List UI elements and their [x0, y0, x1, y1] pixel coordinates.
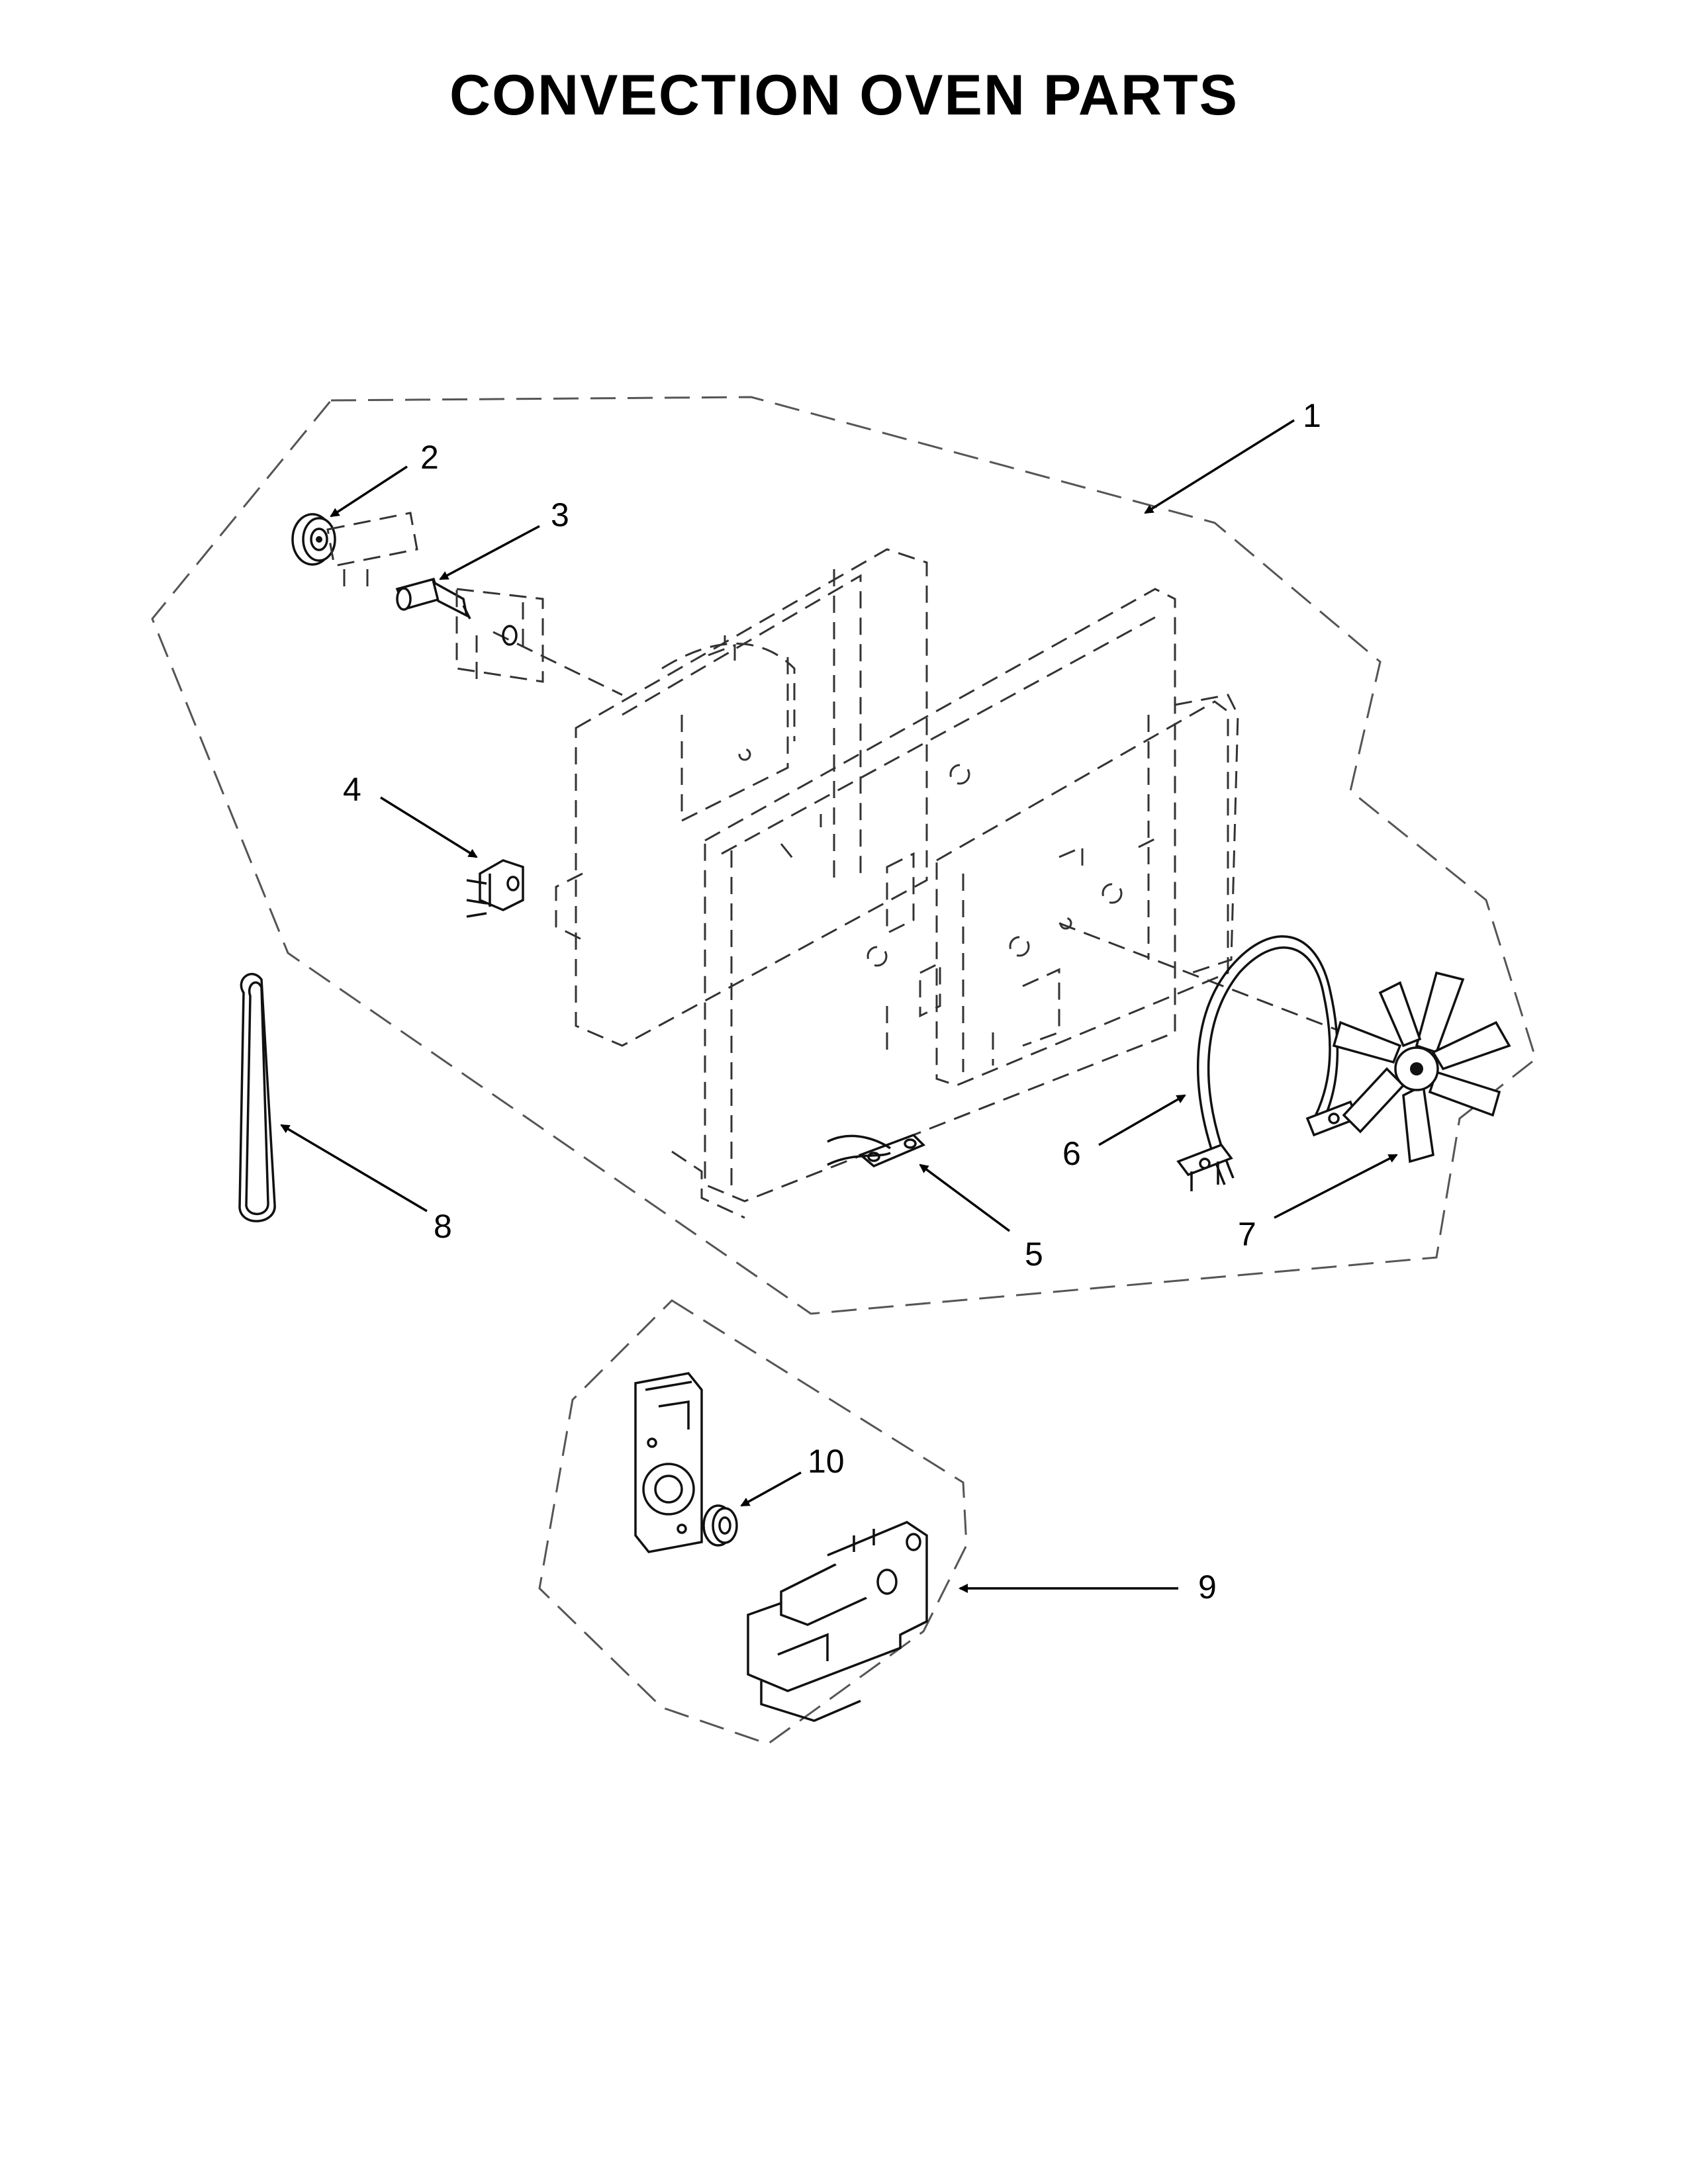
callout-5: 5 — [1025, 1236, 1043, 1273]
callout-1: 1 — [1303, 397, 1321, 434]
leader-lines — [280, 419, 1398, 1593]
callout-9: 9 — [1198, 1569, 1217, 1606]
callout-8: 8 — [434, 1208, 452, 1245]
part-7-fan-blade — [1332, 971, 1511, 1163]
assembly-boundary-main — [151, 396, 1537, 1315]
page-title: CONVECTION OVEN PARTS — [449, 64, 1239, 127]
callout-3: 3 — [551, 496, 569, 533]
part-5-sensor — [827, 1133, 926, 1168]
callout-4: 4 — [343, 771, 361, 808]
callout-10: 10 — [808, 1443, 845, 1480]
callout-6: 6 — [1062, 1135, 1081, 1172]
part-4-bracket — [466, 859, 524, 918]
part-9-lock-motor — [634, 1372, 928, 1722]
part-8-belt — [238, 973, 276, 1222]
callout-2: 2 — [420, 439, 439, 476]
callout-7: 7 — [1238, 1216, 1256, 1253]
oven-cavity — [492, 548, 1344, 1219]
part-3-shaft — [326, 512, 544, 683]
part-10-wheel — [702, 1504, 738, 1547]
part-6-heating-element — [1176, 935, 1359, 1191]
part-2-pulley — [291, 513, 336, 566]
